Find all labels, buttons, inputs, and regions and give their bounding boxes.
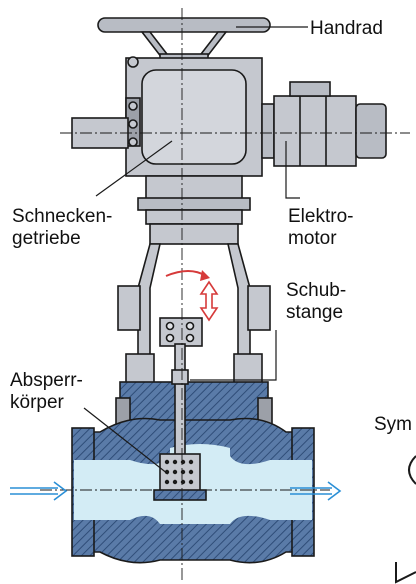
stem-guide [171, 369, 189, 385]
stem-coupling [159, 317, 203, 347]
double-vertical-arrow-icon [199, 280, 219, 322]
bolt [165, 333, 175, 343]
label-push-rod-line1: Schub- [286, 280, 346, 301]
motion-arrows [165, 270, 219, 322]
gearbox [71, 56, 263, 211]
motor-terminal-box [289, 81, 331, 97]
bolt [185, 333, 195, 343]
yoke-clamp-right [247, 285, 271, 331]
yoke-arm-right [226, 243, 251, 357]
flow-arrows [10, 481, 342, 501]
symbol-fragment [395, 455, 416, 584]
label-motor-line1: Elektro- [288, 206, 353, 227]
bolt [185, 321, 195, 331]
label-motor-line2: motor [288, 228, 337, 249]
labels: Handrad Schnecken- getriebe Elektro- mot… [10, 18, 412, 435]
motor-end-cap [355, 103, 387, 159]
bolt [128, 119, 138, 129]
yoke-top-plate [145, 209, 243, 225]
label-symbol-fragment: Sym [374, 414, 412, 435]
handwheel [97, 17, 271, 65]
symbol-triangle-icon [395, 562, 416, 584]
valve-body [71, 343, 315, 564]
plug-ports [164, 459, 194, 485]
leader-closure [83, 407, 169, 475]
leader-lines [83, 26, 308, 475]
label-worm-gear-line2: getriebe [12, 228, 81, 249]
yoke-bottom-right [233, 353, 263, 385]
label-closure-line2: körper [10, 392, 65, 413]
leader-motor [285, 141, 300, 199]
label-push-rod-line2: stange [286, 302, 343, 323]
label-worm-gear-line1: Schnecken- [12, 206, 112, 227]
label-handwheel: Handrad [310, 18, 383, 39]
bolt [127, 56, 139, 68]
yoke-collar [149, 223, 239, 245]
leader-worm-gear [95, 140, 173, 197]
motor-body [273, 95, 357, 167]
bolt [128, 101, 138, 111]
rotation-arrow-icon [165, 270, 207, 277]
motor-coupling [261, 103, 275, 159]
center-lines [40, 8, 410, 580]
flow-out-arrow-icon [290, 481, 342, 501]
yoke-clamp-left [117, 285, 141, 331]
electric-motor [261, 81, 387, 167]
gearbox-inner [141, 69, 247, 165]
seat-ring [153, 489, 207, 501]
flow-in-arrow-icon [10, 481, 68, 501]
symbol-arc-icon [408, 455, 416, 485]
yoke [117, 209, 271, 385]
yoke-bottom-left [125, 353, 155, 385]
valve-stem [174, 343, 186, 457]
handwheel-rim [97, 17, 271, 33]
bolt [165, 321, 175, 331]
gearbox-flange [137, 197, 251, 211]
label-closure-line1: Absperr- [10, 370, 83, 391]
bolt [128, 137, 138, 147]
leader-push-rod [190, 330, 277, 381]
rotation-arrowhead [200, 270, 210, 281]
yoke-arm-left [137, 243, 162, 357]
